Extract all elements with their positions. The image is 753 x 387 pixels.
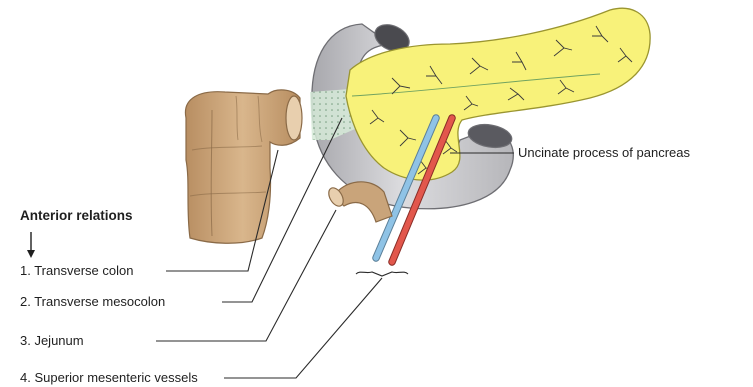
down-arrow-icon	[27, 232, 35, 258]
vessels-brace	[356, 272, 408, 276]
transverse-colon-shape	[185, 90, 302, 243]
label-superior-mesenteric-vessels: 4. Superior mesenteric vessels	[20, 370, 198, 386]
anterior-relations-heading: Anterior relations	[20, 208, 133, 224]
label-uncinate-process: Uncinate process of pancreas	[518, 145, 690, 161]
label-transverse-mesocolon: 2. Transverse mesocolon	[20, 294, 165, 310]
label-transverse-colon: 1. Transverse colon	[20, 263, 133, 279]
colon-lumen	[286, 96, 302, 140]
colon-body	[185, 90, 300, 243]
label-jejunum: 3. Jejunum	[20, 333, 84, 349]
leader-line-superior-mesenteric-vessels	[224, 278, 382, 378]
